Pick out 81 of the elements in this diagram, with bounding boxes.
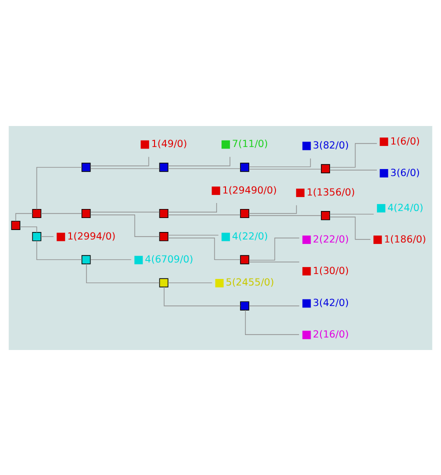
connector xyxy=(90,156,150,166)
connector xyxy=(329,213,374,214)
connector xyxy=(330,142,378,168)
node-label: 4(6709/0) xyxy=(144,254,194,266)
node-label: 4(24/0) xyxy=(387,202,424,214)
connector xyxy=(90,211,160,212)
node-label: 3(42/0) xyxy=(312,298,349,309)
node-box xyxy=(240,208,250,218)
connector xyxy=(90,214,160,236)
node-box xyxy=(215,278,224,287)
node-box xyxy=(82,162,91,172)
connector xyxy=(168,168,241,169)
connector xyxy=(329,169,378,170)
node-label: 7(11/0) xyxy=(232,138,268,150)
node-box xyxy=(11,220,20,230)
node-label: 1(30/0) xyxy=(312,265,349,276)
node-box xyxy=(373,235,382,244)
node-box xyxy=(82,208,91,218)
connector xyxy=(248,305,300,306)
node-box xyxy=(302,330,311,339)
node-box xyxy=(212,186,220,194)
connector xyxy=(168,214,241,215)
node-box xyxy=(302,141,311,150)
connector xyxy=(168,237,241,260)
connector xyxy=(245,309,300,334)
node-box xyxy=(134,255,143,264)
connector xyxy=(248,261,300,262)
node-box xyxy=(320,164,330,173)
connector xyxy=(15,212,33,221)
connector xyxy=(90,258,132,260)
node-label: 1(6/0) xyxy=(390,136,420,147)
connector xyxy=(248,214,322,216)
node-box xyxy=(140,140,150,148)
connector xyxy=(248,204,297,214)
node-box xyxy=(32,208,42,218)
node-box xyxy=(302,235,311,244)
node-label: 2(16/0) xyxy=(312,329,349,340)
node-box xyxy=(302,298,311,308)
node-box xyxy=(222,140,230,148)
node-box xyxy=(302,266,311,275)
connector xyxy=(168,282,212,283)
node-label: 1(2994/0) xyxy=(67,231,116,242)
node-box xyxy=(159,278,168,287)
connector xyxy=(168,156,230,166)
node-label: 1(49/0) xyxy=(151,138,188,150)
node-box xyxy=(380,137,388,146)
node-box xyxy=(82,254,91,264)
connector xyxy=(36,240,82,260)
node-box xyxy=(240,254,250,264)
connector xyxy=(40,212,82,214)
connector xyxy=(248,168,322,170)
node-box xyxy=(380,168,388,177)
node-box xyxy=(159,208,168,218)
connector xyxy=(164,286,241,306)
node-box xyxy=(296,188,304,197)
node-box xyxy=(320,210,330,220)
connector xyxy=(168,234,219,236)
node-box xyxy=(222,232,230,241)
connector xyxy=(248,237,300,260)
connector xyxy=(20,226,38,232)
node-box xyxy=(376,204,386,212)
node-label: 4(22/0) xyxy=(232,231,268,242)
node-label: 1(29490/0) xyxy=(222,184,277,196)
node-box xyxy=(159,162,168,172)
node-box xyxy=(159,232,168,241)
node-label: 3(6/0) xyxy=(390,167,420,178)
node-label: 1(186/0) xyxy=(384,234,426,245)
connector xyxy=(168,202,217,212)
connector xyxy=(36,166,82,210)
node-label: 1(1356/0) xyxy=(306,186,355,198)
connector xyxy=(248,158,311,167)
node-label: 3(82/0) xyxy=(312,140,349,152)
node-box xyxy=(32,232,42,241)
connector xyxy=(86,263,160,283)
node-label: 2(22/0) xyxy=(312,234,349,245)
node-box xyxy=(240,300,250,310)
connector xyxy=(90,168,160,169)
node-box xyxy=(56,232,66,241)
node-label: 5(2455/0) xyxy=(226,277,274,288)
connector xyxy=(330,216,371,240)
node-box xyxy=(240,162,250,172)
